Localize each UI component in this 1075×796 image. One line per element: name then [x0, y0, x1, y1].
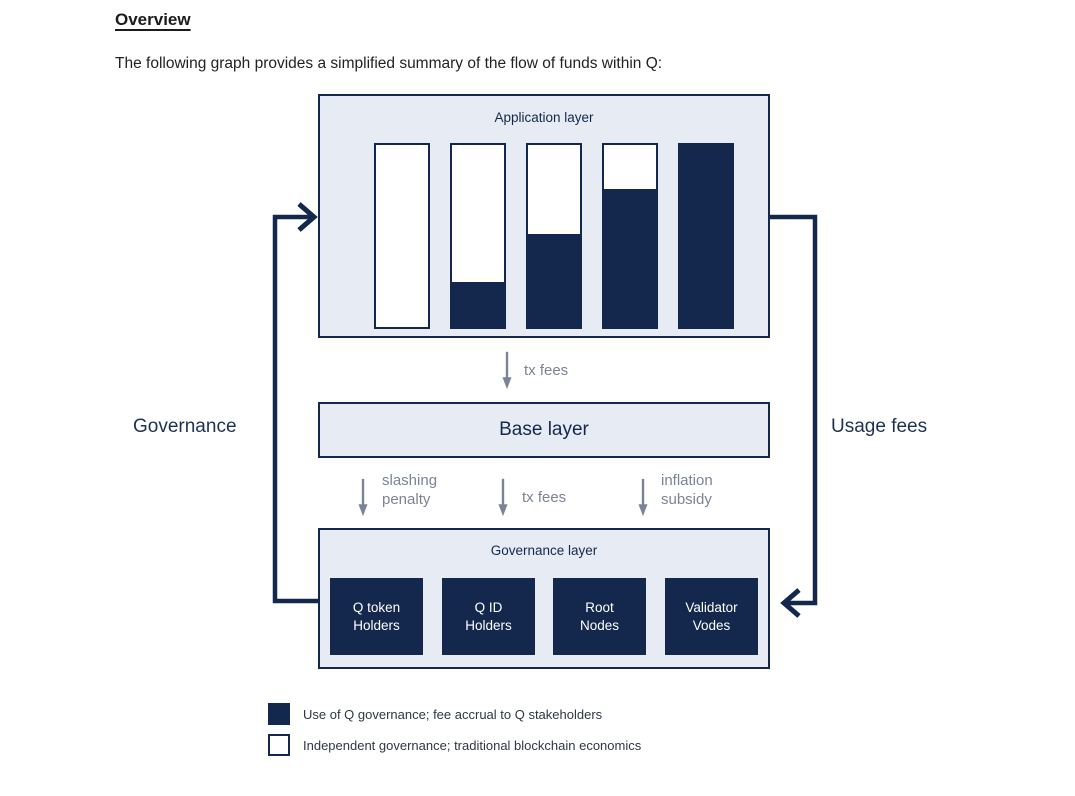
flow-label-tx-fees-top: tx fees [524, 362, 569, 379]
gov-node-q-token-holders: Q token Holders [330, 578, 423, 655]
page-title: Overview [115, 10, 191, 29]
gov-node-q-id-holders: Q ID Holders [442, 578, 535, 655]
down-arrow-icon [498, 478, 508, 517]
usage-fees-arrowhead-icon [780, 588, 801, 618]
app-usage-bar [374, 143, 430, 329]
application-layer-box: Application layer [318, 94, 770, 338]
usage-fees-flow-arrow [770, 214, 818, 606]
governance-layer-title: Governance layer [490, 543, 598, 558]
down-arrow-icon [638, 478, 648, 517]
governance-layer-box: Governance layer Q token Holders Q ID Ho… [318, 528, 770, 669]
app-usage-bar [602, 143, 658, 329]
application-usage-bars [374, 143, 734, 329]
legend-item-independent: Independent governance; traditional bloc… [268, 734, 641, 756]
legend-item-governed: Use of Q governance; fee accrual to Q st… [268, 703, 602, 725]
flow-label-inflation-subsidy: inflation subsidy [661, 472, 713, 508]
down-arrow-icon [358, 478, 368, 517]
gov-node-validator-vodes: Validator Vodes [665, 578, 758, 655]
legend-label: Independent governance; traditional bloc… [303, 737, 642, 753]
app-usage-bar [526, 143, 582, 329]
legend-label: Use of Q governance; fee accrual to Q st… [303, 706, 603, 722]
governance-label: Governance [133, 416, 237, 437]
base-layer-title: Base layer [499, 419, 589, 440]
gov-node-root-nodes: Root Nodes [553, 578, 646, 655]
filled-swatch-icon [268, 703, 290, 725]
flow-label-tx-fees-mid: tx fees [522, 489, 567, 506]
empty-swatch-icon [268, 734, 290, 756]
usage-fees-label: Usage fees [831, 416, 928, 437]
application-layer-title: Application layer [494, 110, 594, 125]
governance-arrowhead-icon [297, 202, 318, 232]
flow-label-slashing-penalty: slashing penalty [382, 472, 438, 508]
app-usage-bar [450, 143, 506, 329]
down-arrow-icon [502, 351, 512, 390]
app-usage-bar [678, 143, 734, 329]
intro-text: The following graph provides a simplifie… [115, 55, 663, 72]
governance-flow-arrow [272, 214, 318, 604]
base-layer-box: Base layer [318, 402, 770, 458]
